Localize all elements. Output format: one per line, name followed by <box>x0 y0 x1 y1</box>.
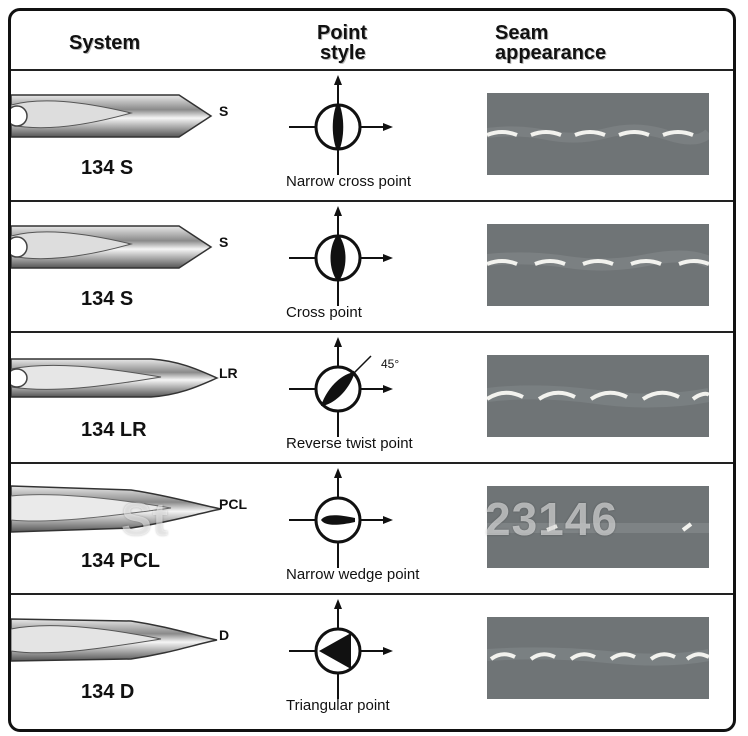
reverse-twist-icon <box>289 337 393 437</box>
narrow-wedge-icon <box>289 468 393 568</box>
table-row: PCL 134 PCL Narrow wedge point St 23146 <box>11 462 733 595</box>
seam-photo <box>487 93 709 175</box>
seam-photo <box>487 224 709 306</box>
point-code: PCL <box>219 496 247 512</box>
header-seam-line1: Seam <box>495 22 549 44</box>
system-name: 134 LR <box>81 419 147 441</box>
point-style-label: Reverse twist point <box>286 435 413 452</box>
point-code: S <box>219 103 229 119</box>
point-code: LR <box>219 365 238 381</box>
system-name: 134 D <box>81 681 135 703</box>
needle-tip-image <box>11 94 213 138</box>
header-point-style-line2: style <box>320 42 366 64</box>
header-point-style-line1: Point <box>317 22 367 44</box>
angle-label: 45° <box>381 357 400 371</box>
header-seam-line2: appearance <box>495 42 607 64</box>
needle-tip-image <box>11 358 219 398</box>
table-row: S 134 S Narrow cross point <box>11 69 733 202</box>
triangular-icon <box>289 599 393 699</box>
seam-photo <box>487 617 709 699</box>
needle-tip-image <box>11 225 213 269</box>
system-name: 134 S <box>81 157 134 179</box>
point-code: D <box>219 627 230 643</box>
table-header: System Point style Seam appearance <box>11 11 733 69</box>
point-code: S <box>219 234 229 250</box>
point-style-label: Cross point <box>286 304 362 321</box>
table-row: S 134 S Cross point <box>11 200 733 333</box>
needle-tip-image <box>11 485 222 533</box>
system-name: 134 PCL <box>81 550 160 572</box>
point-style-label: Triangular point <box>286 697 390 714</box>
system-name: 134 S <box>81 288 134 310</box>
point-style-label: Narrow cross point <box>286 173 412 190</box>
needle-chart: System Point style Seam appearance S 134… <box>8 8 736 732</box>
narrow-cross-icon <box>289 75 393 175</box>
header-system: System <box>69 32 141 54</box>
point-style-label: Narrow wedge point <box>286 566 420 583</box>
table-row: LR 134 LR 45° Reverse twist point <box>11 331 733 464</box>
seam-photo <box>487 355 709 437</box>
seam-photo <box>487 486 709 568</box>
needle-tip-image <box>11 618 218 662</box>
cross-icon <box>289 206 393 306</box>
table-row: D 134 D Triangular point <box>11 593 733 726</box>
